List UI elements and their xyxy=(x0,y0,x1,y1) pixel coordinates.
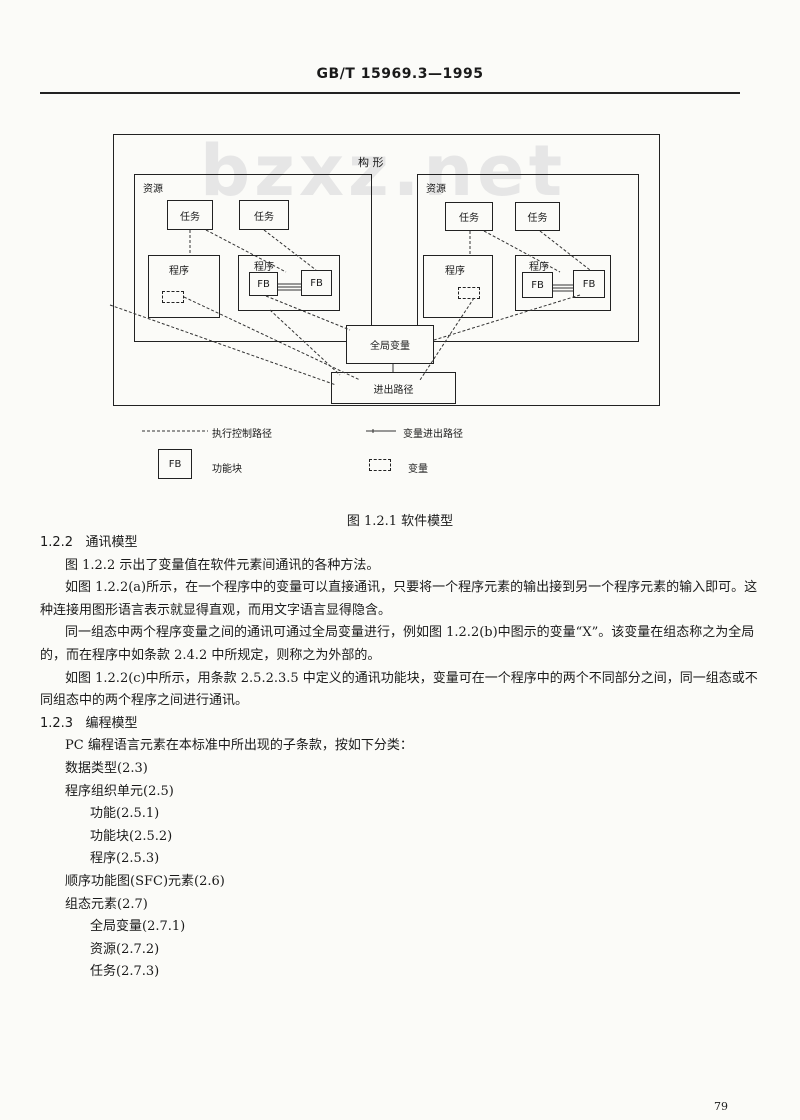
list-item: 任务(2.7.3) xyxy=(90,964,160,980)
legend-fb-label: 功能块 xyxy=(212,464,242,475)
legend-exec-path-label: 执行控制路径 xyxy=(212,429,272,440)
resource-2-fb-1: FB xyxy=(522,272,553,298)
list-item: 顺序功能图(SFC)元素(2.6) xyxy=(65,873,225,889)
legend-fb-box: FB xyxy=(158,449,192,479)
resource-2-label: 资源 xyxy=(426,184,446,195)
resource-2-program-a-label: 程序 xyxy=(445,266,465,277)
section-number: 1.2.2 xyxy=(40,535,74,550)
resource-2-task-2: 任务 xyxy=(515,202,560,231)
outer-frame xyxy=(113,134,660,406)
list-item: 组态元素(2.7) xyxy=(65,896,148,912)
resource-1-program-b-label: 程序 xyxy=(254,262,274,273)
section-1-2-2-heading: 1.2.2 通讯模型 xyxy=(40,532,760,555)
resource-1-program-a xyxy=(148,255,220,318)
resource-1-program-b xyxy=(238,255,340,311)
list-item: 数据类型(2.3) xyxy=(65,760,148,776)
resource-1-task-1: 任务 xyxy=(167,200,213,230)
resource-1-box xyxy=(134,174,372,342)
paragraph-5: PC 编程语言元素在本标准中所出现的子条款，按如下分类： xyxy=(65,738,413,754)
list-item: 功能块(2.5.2) xyxy=(90,828,173,844)
list-item: 资源(2.7.2) xyxy=(90,941,160,957)
paragraph-1: 图 1.2.2 示出了变量值在软件元素间通讯的各种方法。 xyxy=(65,557,380,573)
resource-2-program-b xyxy=(515,255,611,311)
figure-caption: 图 1.2.1 软件模型 xyxy=(346,514,454,529)
paragraph-3: 同一组态中两个程序变量之间的通讯可通过全局变量进行，例如图 1.2.2(b)中图… xyxy=(40,625,755,663)
resource-1-fb-1: FB xyxy=(249,272,278,296)
list-item: 程序组织单元(2.5) xyxy=(65,783,174,799)
section-title: 编程模型 xyxy=(85,715,138,731)
access-path-box: 进出路径 xyxy=(331,372,456,404)
resource-1-fb-2: FB xyxy=(301,270,332,296)
section-number: 1.2.3 xyxy=(40,715,74,731)
section-1-2-3-heading: 1.2.3 编程模型 xyxy=(40,713,760,736)
resource-2-variable xyxy=(458,287,480,299)
resource-1-variable xyxy=(162,291,184,303)
resource-1-label: 资源 xyxy=(143,184,163,195)
list-item: 功能(2.5.1) xyxy=(90,806,160,822)
page-header: GB/T 15969.3—1995 xyxy=(316,66,484,82)
configuration-label: 构 形 xyxy=(358,156,384,169)
list-item: 程序(2.5.3) xyxy=(90,851,160,867)
resource-2-box xyxy=(417,174,639,342)
resource-2-task-1: 任务 xyxy=(445,202,493,231)
section-title: 通讯模型 xyxy=(85,535,138,550)
legend-var-path-label: 变量进出路径 xyxy=(403,429,463,440)
legend-variable-label: 变量 xyxy=(408,464,428,475)
list-item: 全局变量(2.7.1) xyxy=(90,919,186,935)
legend-variable-symbol xyxy=(369,459,391,471)
page-number: 79 xyxy=(714,1100,728,1113)
software-model-figure: 构 形 资源 任务 任务 程序 程序 FB FB 资源 任务 任务 程序 程序 … xyxy=(0,0,800,520)
header-rule xyxy=(40,92,740,94)
paragraph-4: 如图 1.2.2(c)中所示，用条款 2.5.2.3.5 中定义的通讯功能块，变… xyxy=(40,670,758,709)
global-variables-box: 全局变量 xyxy=(346,325,434,364)
watermark: bzxz.net xyxy=(200,130,567,212)
resource-2-fb-2: FB xyxy=(573,270,605,298)
resource-1-task-2: 任务 xyxy=(239,200,289,230)
diagram-connectors xyxy=(109,229,591,433)
body-text: 1.2.2 通讯模型 图 1.2.2 示出了变量值在软件元素间通讯的各种方法。 … xyxy=(40,532,760,984)
resource-2-program-b-label: 程序 xyxy=(529,262,549,273)
resource-1-program-a-label: 程序 xyxy=(169,266,189,277)
paragraph-2: 如图 1.2.2(a)所示，在一个程序中的变量可以直接通讯，只要将一个程序元素的… xyxy=(40,580,758,618)
resource-2-program-a xyxy=(423,255,493,318)
